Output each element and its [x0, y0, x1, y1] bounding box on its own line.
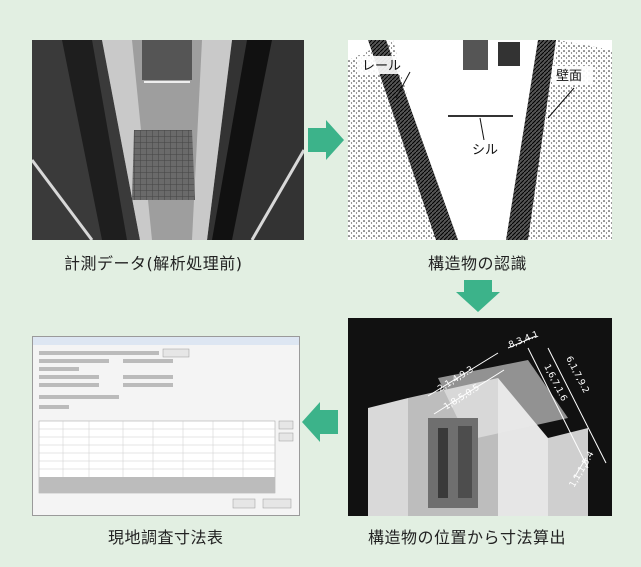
sill-label: シル [472, 143, 498, 158]
step4-caption: 現地調査寸法表 [108, 528, 224, 547]
survey-table-screenshot [32, 336, 300, 516]
dimension-image: 2,1,4,9.3 1,8,5,0.5 8,3,4.1 1,6,7,1.6 6,… [348, 318, 612, 516]
wall-label: 壁面 [556, 69, 582, 84]
arrow-left-icon [302, 402, 338, 442]
arrow-down-icon [456, 280, 500, 312]
step2-caption: 構造物の認識 [428, 254, 528, 273]
rail-label: レール [362, 59, 401, 74]
step3-caption: 構造物の位置から寸法算出 [368, 528, 567, 547]
step1-caption: 計測データ(解析処理前) [64, 254, 243, 273]
recognition-image: レール 壁面 シル [348, 40, 612, 240]
raw-scan-image [32, 40, 304, 240]
arrow-right-icon [308, 120, 344, 160]
